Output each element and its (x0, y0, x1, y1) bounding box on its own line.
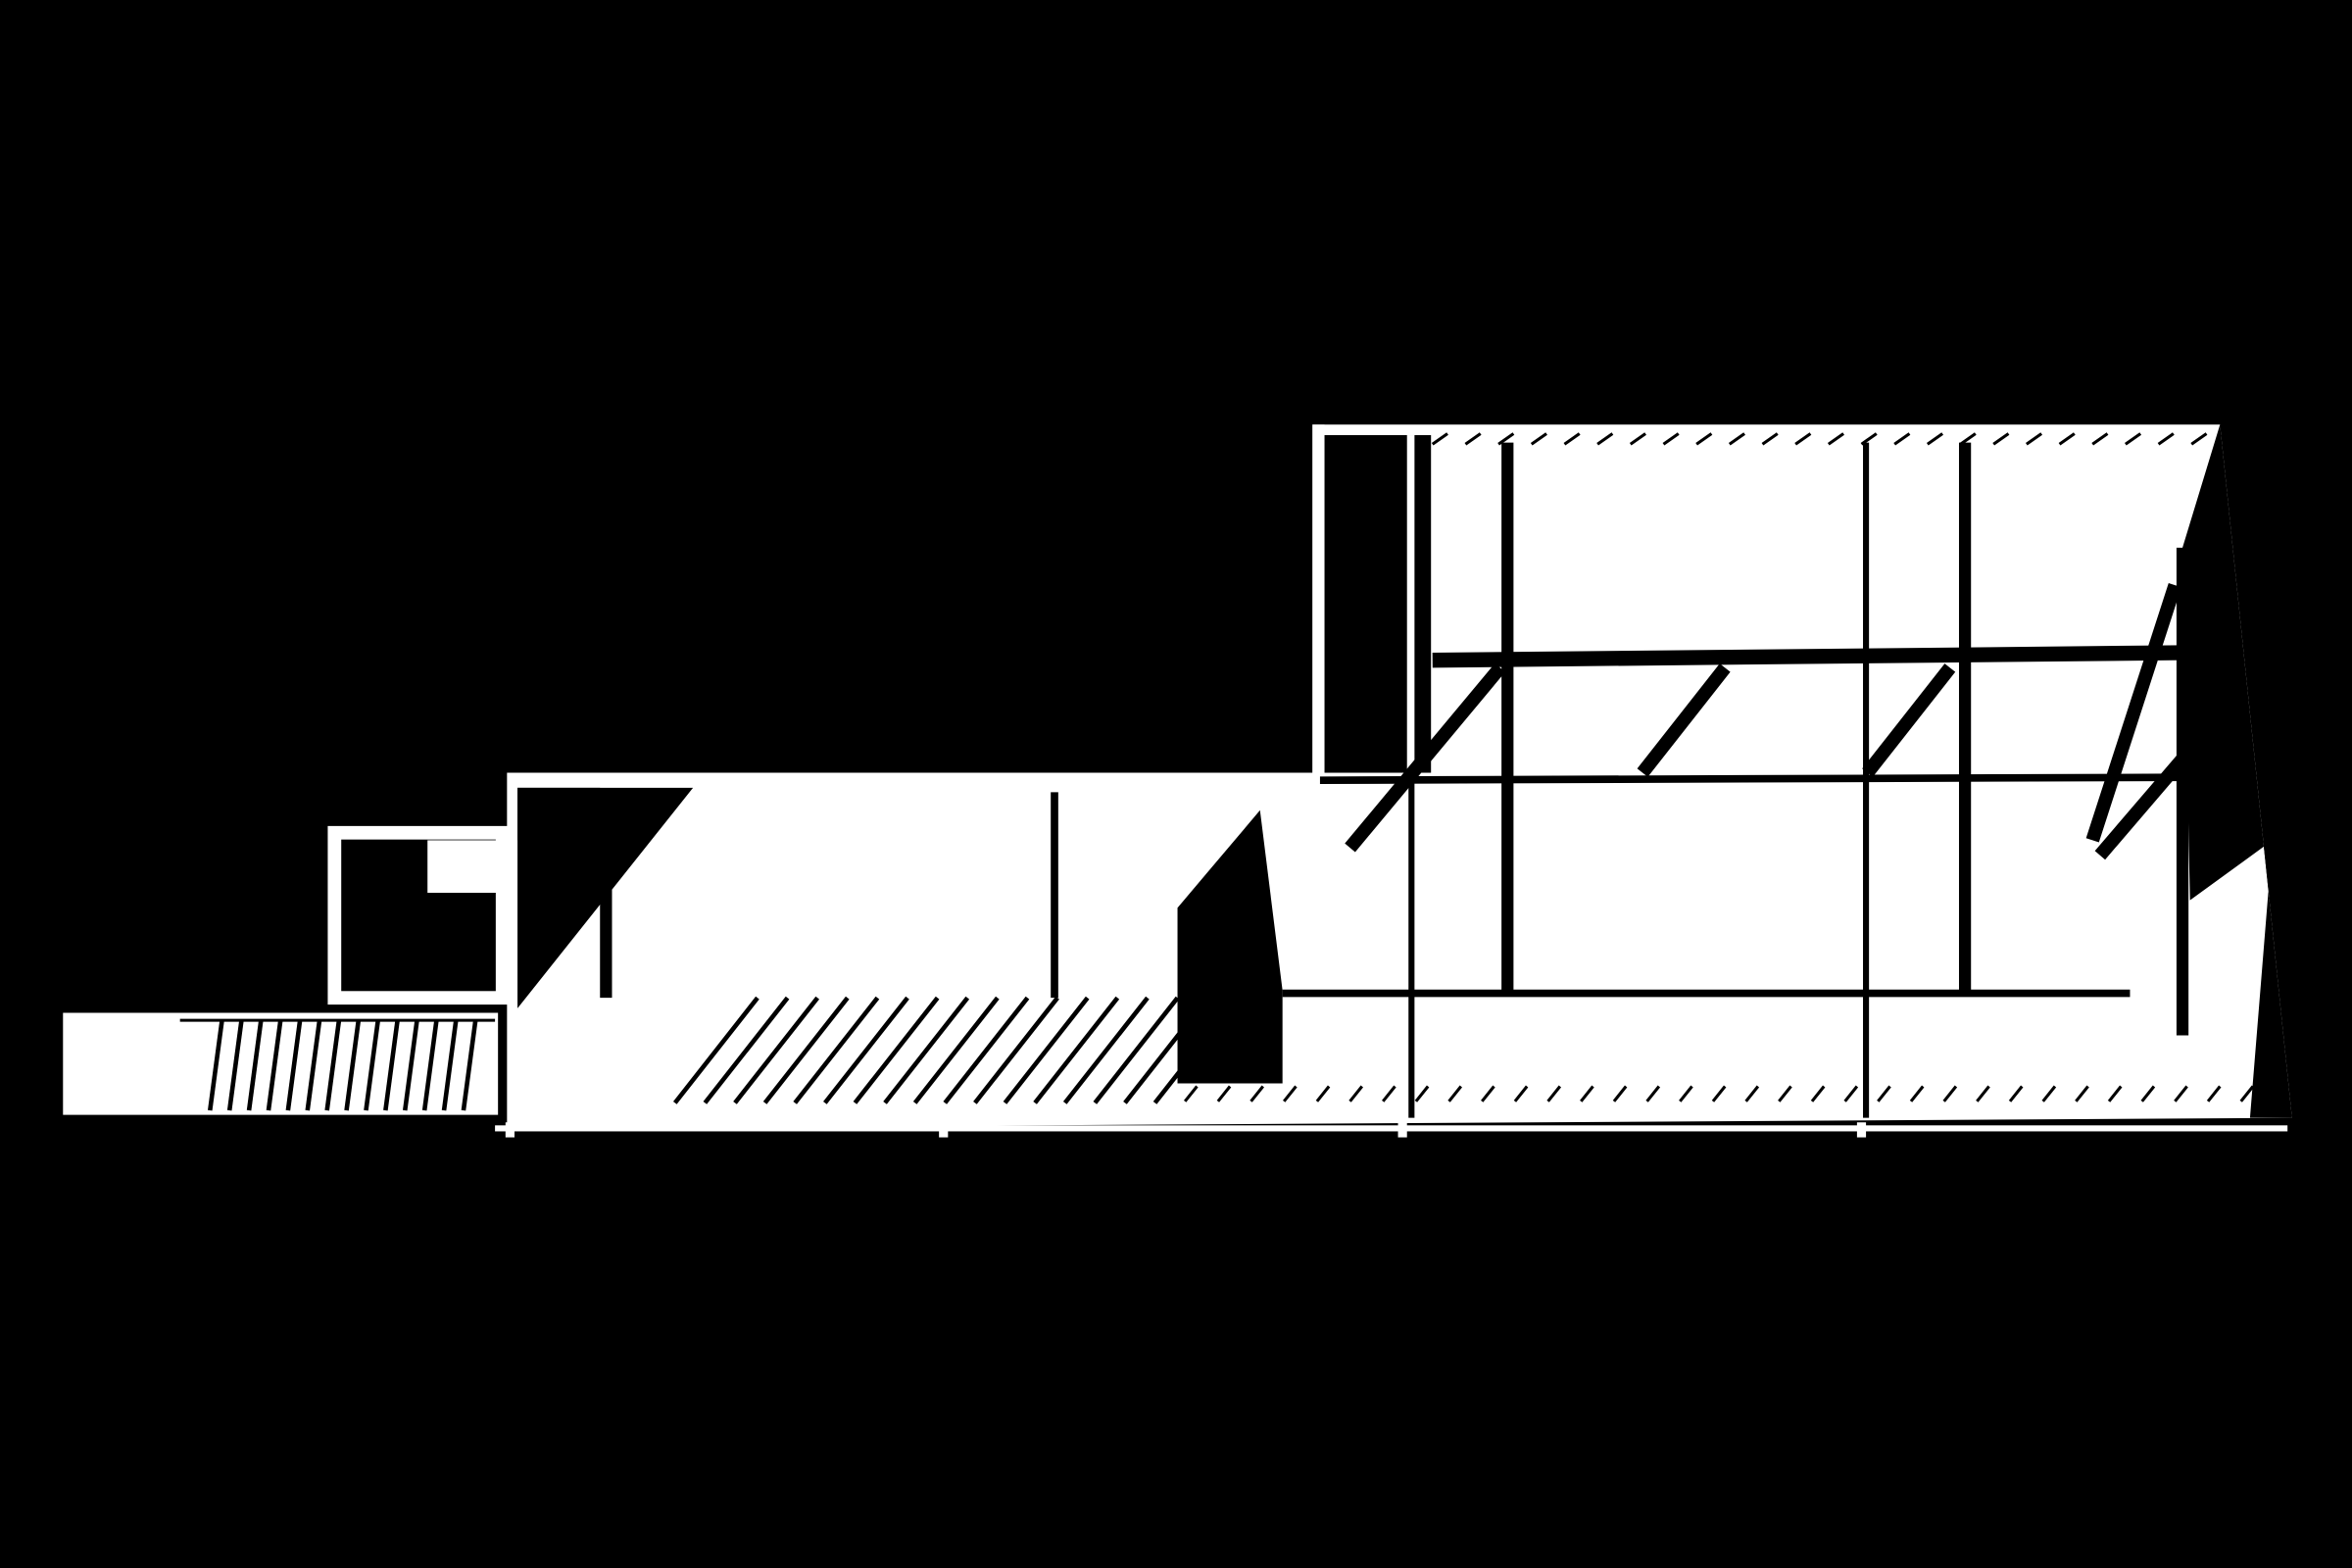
hatch-line (973, 996, 1059, 1104)
hatch-line (1959, 432, 1977, 446)
main-building (507, 424, 2292, 1129)
hatch-line (1546, 1085, 1562, 1102)
hatch-line (1447, 1085, 1463, 1102)
hatch-line (1711, 1085, 1727, 1102)
hatch-line (2075, 1085, 2089, 1102)
hatch-line (421, 1019, 439, 1111)
hatch-line (1761, 432, 1779, 446)
hatch-line (208, 1019, 224, 1111)
hatch-line (823, 996, 909, 1104)
hatch-line (1679, 1085, 1693, 1102)
hatch-line (853, 996, 940, 1104)
hatch-line (1216, 1085, 1232, 1102)
left-plinth (63, 1012, 499, 1115)
hatch-line (1563, 432, 1581, 446)
hatch-line (1414, 1085, 1430, 1102)
hatch-line (2174, 1085, 2188, 1102)
hatch-line (943, 996, 1030, 1104)
hatch-line (383, 1019, 400, 1111)
hatch-line (1942, 1085, 1958, 1102)
hatch-line (793, 996, 880, 1104)
hatch-line (703, 996, 790, 1104)
hatch-line (441, 1019, 459, 1111)
hatch-line (1003, 996, 1090, 1104)
hatch-line (1909, 1085, 1925, 1102)
hatch-line (1481, 1085, 1495, 1102)
hatch-line (266, 1019, 283, 1111)
hatch-line (1612, 1085, 1628, 1102)
hatch-line (1893, 432, 1911, 446)
hatch-line (1662, 432, 1680, 446)
hatch-line (1348, 1085, 1363, 1102)
hatch-line (2107, 1085, 2123, 1102)
hatch-line (1794, 432, 1812, 446)
hatch-line (1629, 432, 1646, 446)
hatch-line (1580, 1085, 1594, 1102)
hatch-line (1123, 996, 1209, 1104)
hatch-line (2008, 1085, 2024, 1102)
hatch-line (344, 1019, 362, 1111)
hatch-line (1382, 1085, 1396, 1102)
hatch-line (1778, 1085, 1792, 1102)
hatch-line (1183, 1085, 1199, 1102)
grid-marker (939, 1122, 949, 1138)
hatch-line (246, 1019, 264, 1111)
hatch-line (1976, 1085, 1990, 1102)
hatch-line (1860, 432, 1878, 446)
grid-marker (505, 1122, 514, 1138)
hatch-line (461, 1019, 478, 1111)
hatch-line (1431, 432, 1448, 446)
hatch-line (1596, 432, 1614, 446)
hatch-line (1843, 1085, 1859, 1102)
hatch-line (1810, 1085, 1826, 1102)
hatch-line (285, 1019, 303, 1111)
hatch-line (1315, 1085, 1331, 1102)
hatch-line (1062, 996, 1150, 1104)
structural-grid (600, 442, 2206, 1118)
hatch-line (305, 1019, 322, 1111)
hatch-line (1033, 996, 1120, 1104)
hatch-line (324, 1019, 342, 1111)
hatch-line (1513, 1085, 1529, 1102)
ground-line (495, 1122, 2288, 1138)
hatch-line (2124, 432, 2142, 446)
hatch-line (226, 1019, 244, 1111)
hatch-line (2091, 432, 2109, 446)
hatch-line (2140, 1085, 2156, 1102)
hatch-line (2041, 1085, 2057, 1102)
hatch-line (1877, 1085, 1891, 1102)
hatch-line (2206, 1085, 2222, 1102)
hatch-line (1992, 432, 2010, 446)
hatch-line (1926, 432, 1944, 446)
hatch-line (1728, 432, 1745, 446)
hatch-line (1695, 432, 1713, 446)
hatch-line (1530, 432, 1547, 446)
hatch-line (1827, 432, 1845, 446)
hatch-line (1464, 432, 1482, 446)
hatch-line (1645, 1085, 1661, 1102)
hatch-line (2190, 432, 2208, 446)
hatch-line (1744, 1085, 1760, 1102)
hatch-line (2058, 432, 2076, 446)
hatch-line (1093, 996, 1180, 1104)
hatch-line (883, 996, 970, 1104)
hatch-line (762, 996, 850, 1104)
hatch-line (364, 1019, 380, 1111)
hatch-line (1497, 432, 1515, 446)
hatch-line (733, 996, 819, 1104)
hatch-line (2157, 432, 2175, 446)
hatch-line (1152, 996, 1240, 1104)
hatch-line (912, 996, 1000, 1104)
grid-marker (1397, 1122, 1407, 1138)
hatch-line (1283, 1085, 1298, 1102)
hatch-line (1250, 1085, 1264, 1102)
hatch-line (2025, 432, 2043, 446)
annex-box (327, 825, 510, 1005)
hatch-line (402, 1019, 419, 1111)
hatch-line (2239, 1085, 2255, 1102)
hatch-line (672, 996, 760, 1104)
grid-marker (1856, 1122, 1867, 1138)
